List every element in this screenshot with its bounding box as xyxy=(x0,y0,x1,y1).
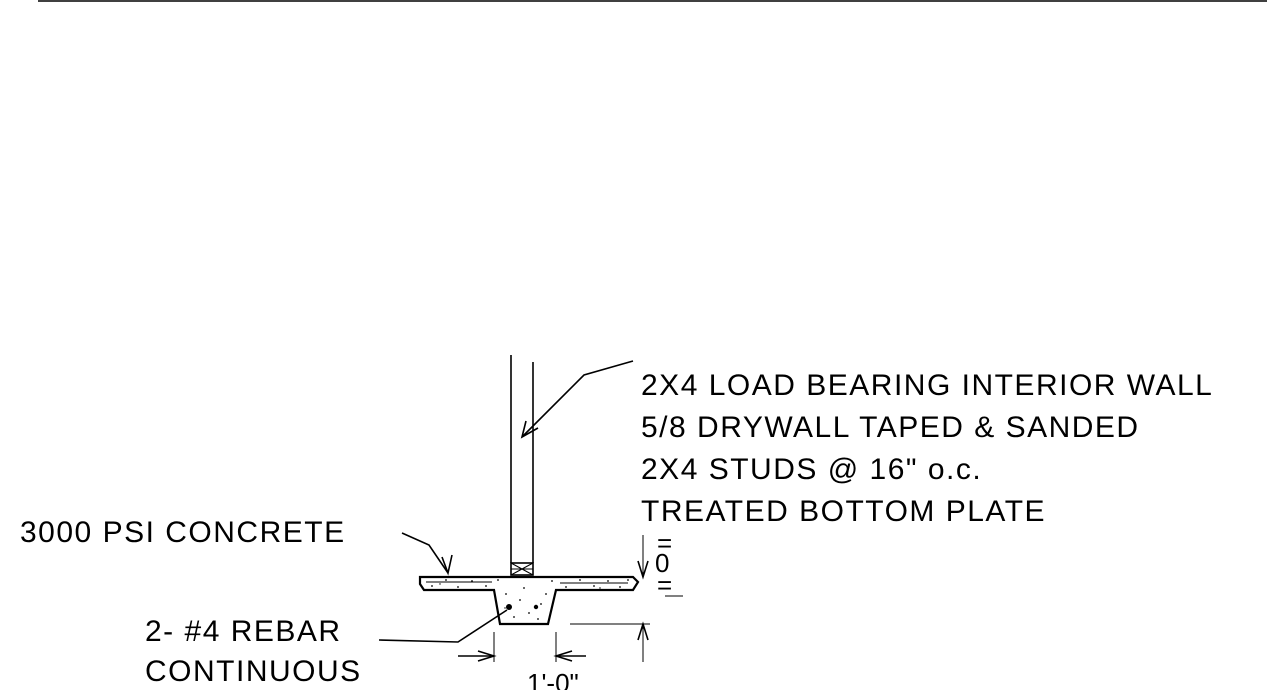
depth-dimension xyxy=(570,535,683,662)
concrete-leader xyxy=(401,532,453,576)
rebar-note-line-1: 2- #4 REBAR xyxy=(145,615,342,648)
rebar-right xyxy=(533,604,539,610)
concrete-slab xyxy=(418,575,640,626)
wall-note-line-1: 2X4 LOAD BEARING INTERIOR WALL xyxy=(641,369,1213,402)
rebar-leader xyxy=(378,609,508,643)
concrete-note: 3000 PSI CONCRETE xyxy=(20,516,346,549)
wall-note-line-2: 5/8 DRYWALL TAPED & SANDED xyxy=(641,411,1140,444)
rebar-left xyxy=(506,604,512,610)
slab-thickness-bottom: = xyxy=(657,570,672,600)
wall-note-line-4: TREATED BOTTOM PLATE xyxy=(641,495,1046,528)
slab-thickness-label: = 0 = xyxy=(655,528,672,600)
footing-width-dimension xyxy=(458,632,586,662)
wall-notes: 2X4 LOAD BEARING INTERIOR WALL 5/8 DRYWA… xyxy=(641,369,1213,528)
bottom-plate xyxy=(510,562,534,576)
rebar-dots xyxy=(506,604,539,610)
wall-note-line-3: 2X4 STUDS @ 16" o.c. xyxy=(641,453,982,486)
slab-thickness-mid: 0 xyxy=(655,548,669,578)
interior-wall xyxy=(510,355,534,563)
slab-thickness-top: = xyxy=(657,528,672,558)
rebar-notes: 2- #4 REBAR CONTINUOUS xyxy=(145,615,362,688)
concrete-stipple xyxy=(431,579,629,620)
rebar-note-line-2: CONTINUOUS xyxy=(145,655,362,688)
wall-leader xyxy=(520,360,634,439)
footing-width-label: 1'-0" xyxy=(527,668,579,690)
